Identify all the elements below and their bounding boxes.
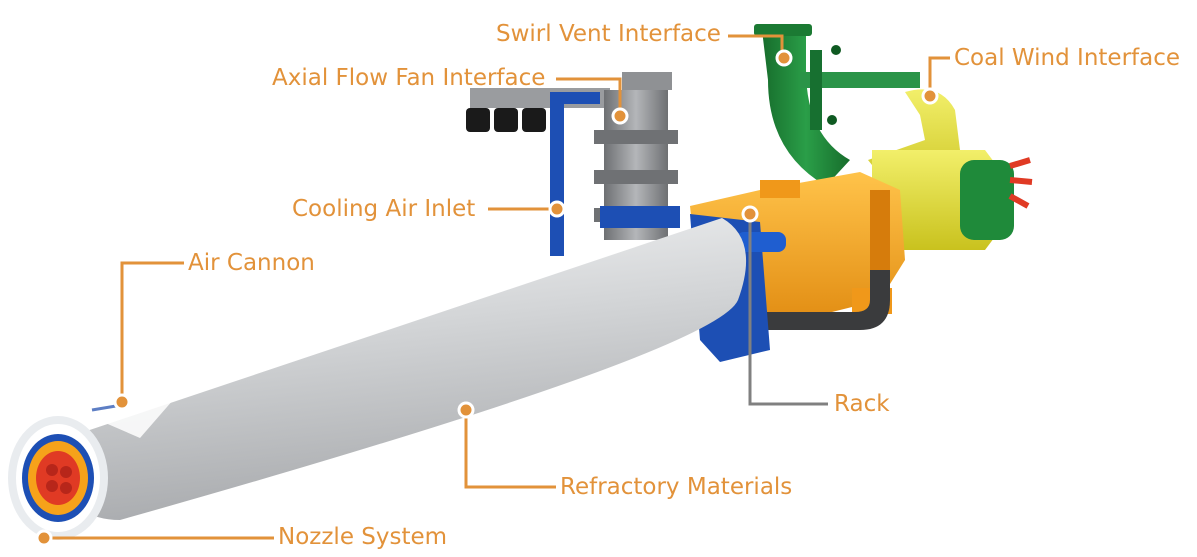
label-swirl-vent-interface: Swirl Vent Interface [496,21,721,47]
label-cooling-air-inlet: Cooling Air Inlet [292,196,476,222]
leader-rack [748,214,828,406]
leader-swirl-vent-interface [728,34,784,56]
label-axial-flow-fan-interface: Axial Flow Fan Interface [272,65,546,91]
callout-dots [35,49,939,547]
dot-rack [741,205,759,223]
label-rack: Rack [834,391,890,417]
leader-air-cannon [120,261,184,400]
dot-cooling-air-inlet [548,200,566,218]
callout-leaders [44,34,950,540]
dot-nozzle-system [35,529,53,547]
swirl-vent-pipe [754,24,920,186]
dot-refractory-materials [457,401,475,419]
leader-coal-wind-interface [928,56,950,94]
label-air-cannon: Air Cannon [188,250,315,276]
dot-coal-wind-interface [921,87,939,105]
leader-axial-flow-fan-interface [556,77,622,115]
label-refractory-materials: Refractory Materials [560,474,793,500]
lower-return-pipe [760,270,890,330]
dot-swirl-vent-interface [775,49,793,67]
coal-wind-elbow [868,89,1033,250]
label-coal-wind-interface: Coal Wind Interface [954,45,1181,71]
dot-air-cannon [113,393,131,411]
leader-refractory-materials [464,410,556,489]
nozzle-end [8,416,108,540]
label-nozzle-system: Nozzle System [278,524,448,550]
dot-axial-flow-fan-interface [611,107,629,125]
